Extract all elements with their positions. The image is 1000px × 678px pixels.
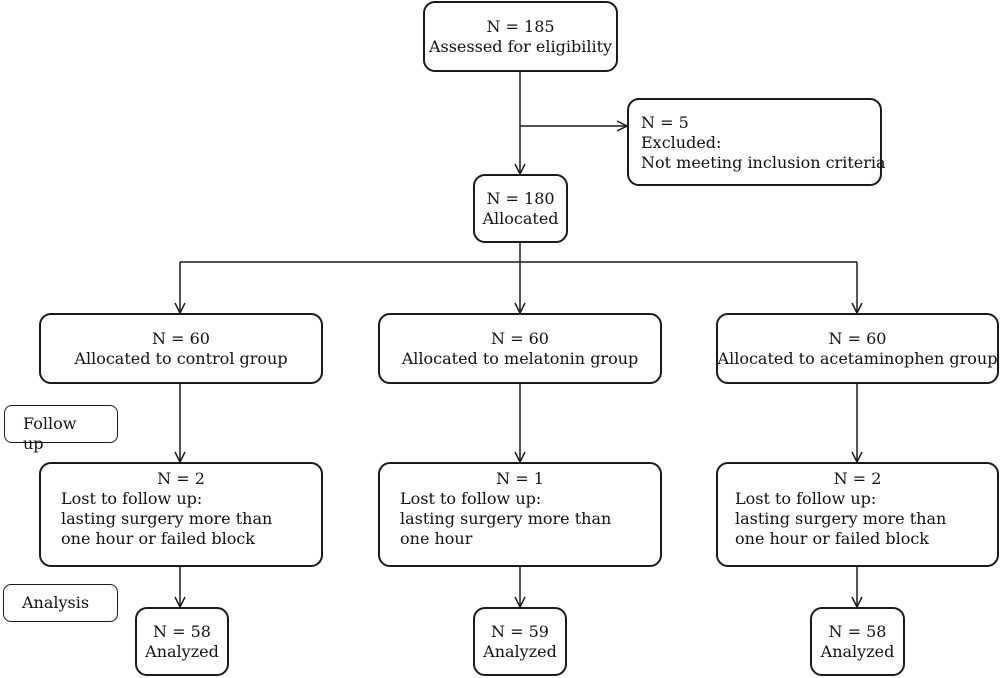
acetaminophen-lost-title: Lost to follow up:	[735, 489, 877, 508]
control-lost-count: N = 2	[157, 469, 205, 488]
control-lost-line-2: one hour or failed block	[61, 529, 255, 548]
allocated-count: N = 180	[486, 188, 555, 208]
acetaminophen-analyzed-label: Analyzed	[820, 641, 895, 661]
excluded-box: N = 5 Excluded: Not meeting inclusion cr…	[627, 98, 886, 186]
melatonin-analyzed-label: Analyzed	[483, 641, 557, 661]
melatonin-lost-title: Lost to follow up:	[400, 489, 542, 508]
acetaminophen-lost-box: N = 2 Lost to follow up: lasting surgery…	[716, 462, 999, 567]
control-count: N = 60	[152, 328, 210, 348]
acetaminophen-count: N = 60	[828, 328, 887, 348]
control-lost-box: N = 2 Lost to follow up: lasting surgery…	[39, 462, 323, 567]
acetaminophen-analyzed-box: N = 58 Analyzed	[810, 607, 905, 676]
control-analyzed-count: N = 58	[153, 621, 211, 641]
assessed-count: N = 185	[486, 16, 555, 36]
melatonin-lost-line-2: one hour	[400, 529, 473, 548]
control-label: Allocated to control group	[74, 348, 288, 368]
control-lost-line-1: lasting surgery more than	[61, 509, 273, 528]
excluded-title: Excluded:	[641, 133, 722, 152]
control-lost-title: Lost to follow up:	[61, 489, 203, 508]
melatonin-lost-box: N = 1 Lost to follow up: lasting surgery…	[378, 462, 662, 567]
analysis-stage-label: Analysis	[3, 584, 118, 622]
acetaminophen-lost-count: N = 2	[833, 469, 882, 488]
acetaminophen-lost-line-2: one hour or failed block	[735, 529, 929, 548]
melatonin-lost-count: N = 1	[496, 469, 544, 488]
melatonin-lost-line-1: lasting surgery more than	[400, 509, 612, 528]
acetaminophen-group-box: N = 60 Allocated to acetaminophen group	[716, 313, 999, 384]
allocated-label: Allocated	[482, 208, 559, 228]
assessed-box: N = 185 Assessed for eligibility	[423, 1, 618, 72]
acetaminophen-lost-line-1: lasting surgery more than	[735, 509, 947, 528]
melatonin-group-box: N = 60 Allocated to melatonin group	[378, 313, 662, 384]
acetaminophen-label: Allocated to acetaminophen group	[717, 348, 998, 368]
control-group-box: N = 60 Allocated to control group	[39, 313, 323, 384]
follow-up-stage-label: Follow up	[4, 405, 118, 453]
control-analyzed-label: Analyzed	[145, 641, 219, 661]
follow-up-text: Follow up	[23, 414, 77, 453]
excluded-reason: Not meeting inclusion criteria	[641, 153, 886, 172]
allocated-box: N = 180 Allocated	[473, 174, 568, 243]
melatonin-analyzed-count: N = 59	[491, 621, 549, 641]
control-analyzed-box: N = 58 Analyzed	[135, 607, 229, 676]
analysis-text: Analysis	[22, 593, 90, 612]
excluded-count: N = 5	[641, 113, 689, 132]
acetaminophen-analyzed-count: N = 58	[828, 621, 887, 641]
assessed-label: Assessed for eligibility	[428, 36, 613, 56]
melatonin-count: N = 60	[491, 328, 549, 348]
melatonin-analyzed-box: N = 59 Analyzed	[473, 607, 567, 676]
melatonin-label: Allocated to melatonin group	[401, 348, 639, 368]
